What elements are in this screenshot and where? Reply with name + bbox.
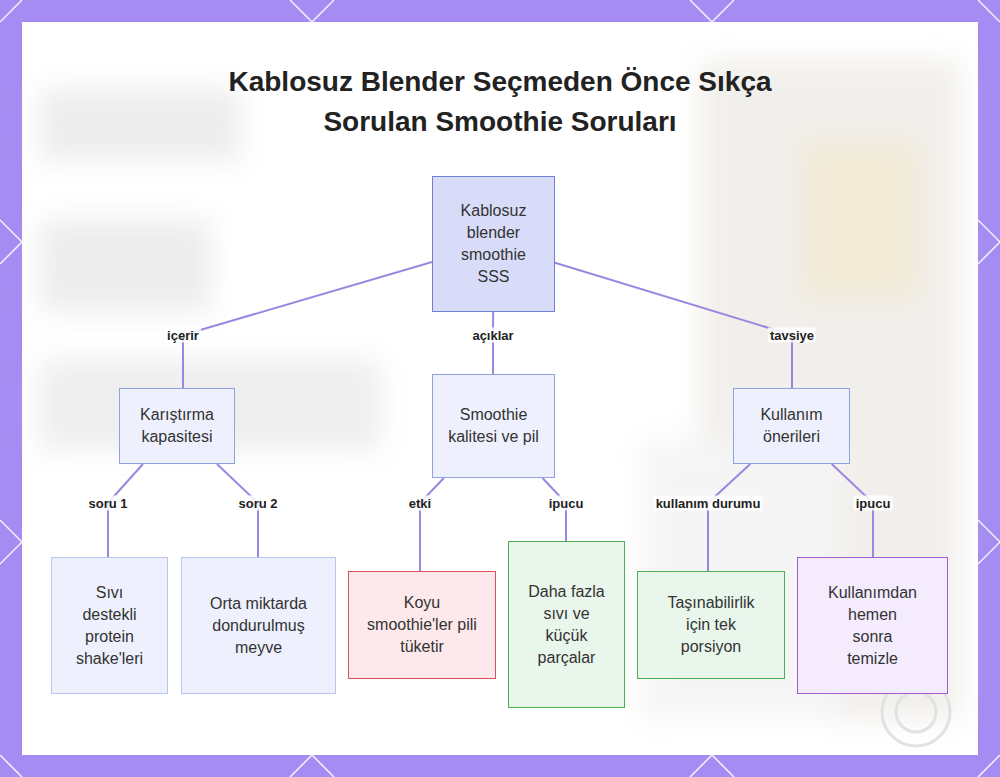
edge-label: ipucu bbox=[547, 496, 586, 511]
node-text: Karıştırma kapasitesi bbox=[127, 404, 227, 448]
tree-connector bbox=[217, 464, 258, 557]
edge-label: soru 1 bbox=[86, 496, 129, 511]
warning-box: Koyu smoothie'ler pili tüketir bbox=[348, 571, 496, 679]
question-box: Orta miktarda dondurulmuş meyve bbox=[181, 557, 336, 694]
node-text: Sıvı destekli protein shake'leri bbox=[69, 582, 151, 670]
node-text: Koyu smoothie'ler pili tüketir bbox=[366, 592, 478, 658]
node-text: Smoothie kalitesi ve pil bbox=[444, 404, 544, 448]
tip-box: Kullanımdan hemen sonra temizle bbox=[797, 557, 948, 694]
category-box: Karıştırma kapasitesi bbox=[119, 388, 235, 464]
white-panel bbox=[22, 22, 978, 755]
edge-label: ipucu bbox=[854, 496, 893, 511]
tree-connector bbox=[708, 464, 750, 571]
tree-connector bbox=[832, 464, 873, 557]
tip-box: Daha fazla sıvı ve küçük parçalar bbox=[508, 541, 625, 708]
tree-connector bbox=[108, 464, 143, 557]
node-text: Kullanım önerileri bbox=[742, 404, 842, 448]
edge-label: kullanım durumu bbox=[654, 496, 763, 511]
tree-connector bbox=[420, 478, 444, 571]
diagram-title: Kablosuz Blender Seçmeden Önce Sıkça Sor… bbox=[200, 62, 800, 142]
node-text: Taşınabilirlik için tek porsiyon bbox=[655, 592, 767, 658]
edge-label: açıklar bbox=[470, 328, 515, 343]
edge-label: soru 2 bbox=[236, 496, 279, 511]
tree-connector bbox=[183, 262, 432, 388]
category-box: Kullanım önerileri bbox=[733, 388, 850, 464]
usage-box: Taşınabilirlik için tek porsiyon bbox=[637, 571, 785, 679]
edge-label: tavsiye bbox=[768, 328, 816, 343]
node-text: Kullanımdan hemen sonra temizle bbox=[827, 582, 919, 670]
node-text: Daha fazla sıvı ve küçük parçalar bbox=[528, 581, 606, 669]
tree-connector bbox=[555, 263, 792, 388]
tree-connector bbox=[492, 312, 494, 374]
node-text: Kablosuz blender smoothie SSS bbox=[448, 200, 540, 288]
node-text: Orta miktarda dondurulmuş meyve bbox=[210, 593, 308, 659]
category-box: Smoothie kalitesi ve pil bbox=[432, 374, 555, 478]
root-box: Kablosuz blender smoothie SSS bbox=[432, 176, 555, 312]
blurred-photo bbox=[40, 60, 960, 720]
edge-label: içerir bbox=[165, 328, 201, 343]
question-box: Sıvı destekli protein shake'leri bbox=[51, 557, 168, 694]
edge-label: etki bbox=[407, 496, 433, 511]
